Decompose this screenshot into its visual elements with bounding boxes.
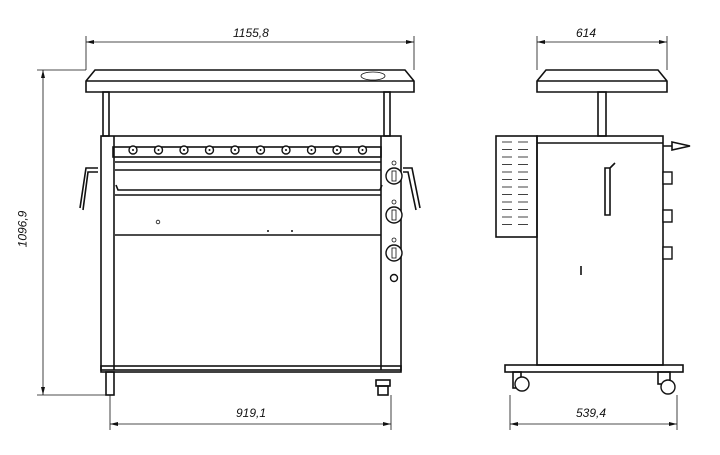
control-knob[interactable] bbox=[662, 246, 673, 260]
caster-wheel bbox=[660, 379, 676, 395]
dim-front-height: 1096,9 bbox=[15, 210, 30, 248]
control-knob[interactable] bbox=[662, 209, 673, 223]
front-view bbox=[79, 69, 421, 396]
side-view bbox=[495, 69, 691, 395]
dim-front-width-top: 1155,8 bbox=[233, 26, 269, 40]
vent-box bbox=[495, 135, 538, 238]
front-leg bbox=[105, 371, 115, 396]
control-knob[interactable] bbox=[385, 167, 403, 185]
caster-wheel bbox=[514, 376, 530, 392]
dim-side-depth-base: 539,4 bbox=[576, 406, 607, 420]
control-knob[interactable] bbox=[385, 206, 403, 224]
dim-front-width-base: 919,1 bbox=[236, 406, 267, 420]
control-knob[interactable] bbox=[662, 171, 673, 185]
control-knob[interactable] bbox=[385, 244, 403, 262]
caster-wheel bbox=[377, 385, 389, 396]
dim-side-depth-top: 614 bbox=[576, 26, 597, 40]
indicator-lamp bbox=[389, 273, 399, 283]
top-plate-emblem bbox=[360, 71, 386, 81]
